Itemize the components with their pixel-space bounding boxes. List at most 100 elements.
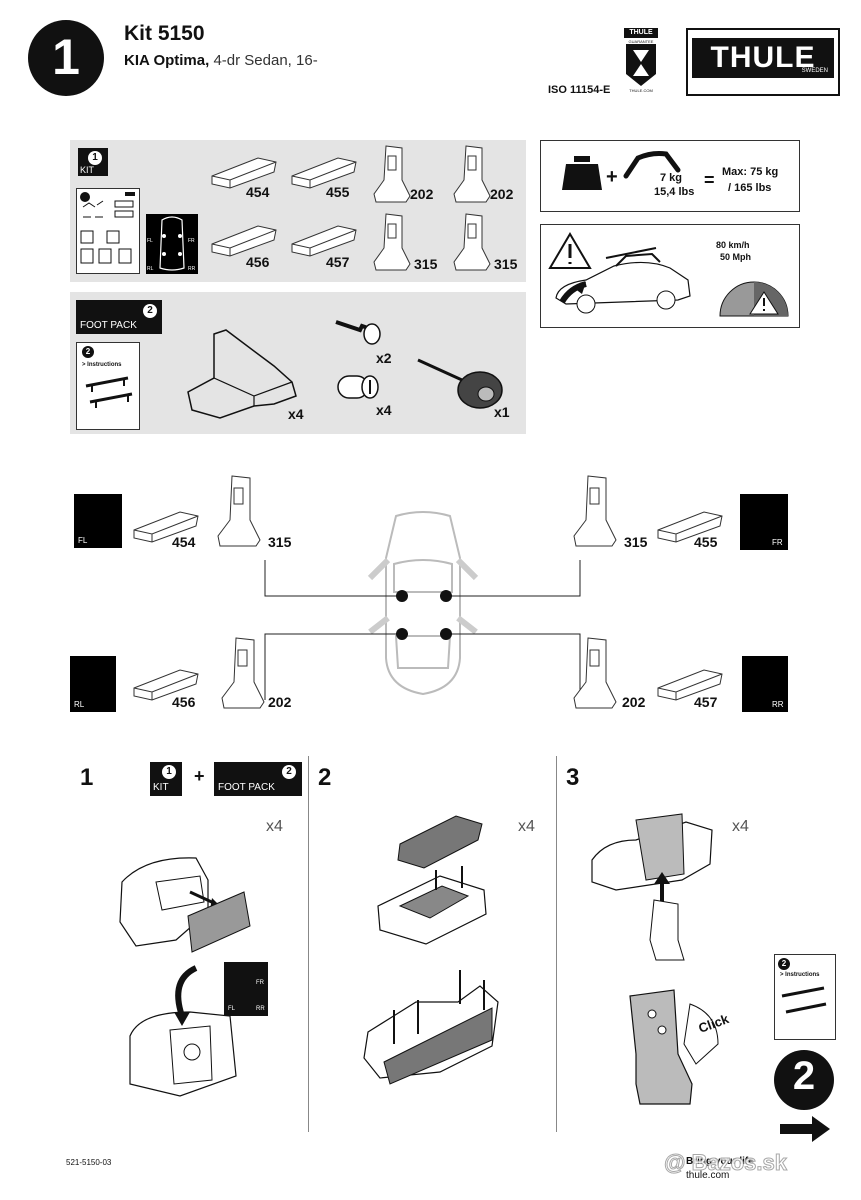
guarantee-mid: GUARANTEE bbox=[628, 39, 654, 44]
car-corners-map bbox=[146, 214, 198, 274]
foot-fr-icon bbox=[573, 475, 617, 547]
foot-202-icon-b bbox=[453, 145, 491, 203]
max-load-kg: Max: 75 kg bbox=[722, 166, 779, 178]
roof-bars-icon bbox=[85, 376, 133, 408]
foot-rl-icon bbox=[221, 637, 265, 709]
pad-fr-label: 455 bbox=[694, 534, 718, 550]
pad-455-icon bbox=[291, 157, 357, 189]
pad-rl-label: 456 bbox=[172, 694, 196, 710]
pad-rr-label: 457 bbox=[694, 694, 718, 710]
corner-rl bbox=[70, 656, 116, 712]
foot-315-label-b: 315 bbox=[494, 256, 518, 272]
step-3-foot-click bbox=[629, 989, 719, 1105]
tool-qty: x1 bbox=[494, 404, 510, 420]
step-divider-1 bbox=[308, 756, 309, 1132]
next-roof-bars-icon bbox=[781, 986, 827, 1014]
corner-rr bbox=[742, 656, 788, 712]
pad-456-icon bbox=[211, 225, 277, 257]
next-step-number: 2 bbox=[792, 1054, 816, 1098]
iso-label: ISO 11154-E bbox=[548, 84, 611, 96]
step-1-kit-label: KIT bbox=[153, 782, 169, 793]
step-number: 1 bbox=[52, 29, 80, 85]
pad-457-icon bbox=[291, 225, 357, 257]
corner-fr-label: FR bbox=[772, 538, 783, 547]
step-3-qty: x4 bbox=[732, 818, 749, 835]
pad-rl-icon bbox=[133, 669, 199, 701]
step-divider-2 bbox=[556, 756, 557, 1132]
kit-corner-rl: RL bbox=[147, 266, 154, 272]
step-1-fl: FL bbox=[228, 1006, 236, 1012]
thule-logo-sub: SWEDEN bbox=[801, 68, 828, 74]
foot-rr-label: 202 bbox=[622, 694, 646, 710]
guarantee-top: THULE bbox=[624, 28, 658, 38]
vehicle-model-rest: 4-dr Sedan, 16- bbox=[209, 52, 318, 69]
step-1-plus: + bbox=[194, 766, 205, 786]
rack-weight-kg: 7 kg bbox=[660, 172, 683, 184]
kit-corner-fr: FR bbox=[188, 238, 195, 244]
lock-cylinder-icon bbox=[337, 375, 379, 399]
step-2-pad-insert bbox=[377, 815, 487, 945]
foot-pack-instr-badge: 2 bbox=[82, 346, 94, 358]
corner-rl-label: RL bbox=[74, 700, 85, 709]
step-1-pack-badge: 2 bbox=[282, 765, 296, 779]
kit-label: KIT bbox=[80, 165, 95, 175]
weight-icon bbox=[562, 156, 602, 190]
next-instr-text: > Instructions bbox=[780, 972, 820, 978]
footer-site: thule.com bbox=[686, 1170, 730, 1181]
speed-mph: 50 Mph bbox=[720, 252, 752, 262]
step-1-kit-badge: 1 bbox=[162, 765, 176, 779]
torque-tool-icon bbox=[417, 358, 503, 409]
step-3-number: 3 bbox=[566, 764, 580, 791]
foot-qty: x4 bbox=[288, 406, 304, 422]
vehicle-model: KIA Optima, 4-dr Sedan, 16- bbox=[124, 52, 318, 69]
step-1-fr: FR bbox=[256, 980, 264, 986]
pad-fl-icon bbox=[133, 511, 199, 543]
foot-pack-label: FOOT PACK bbox=[80, 320, 137, 331]
pad-fr-icon bbox=[657, 511, 723, 543]
step-3-foot-insert bbox=[591, 813, 713, 961]
pad-457-label: 457 bbox=[326, 254, 350, 270]
speed-kmh: 80 km/h bbox=[716, 240, 750, 250]
corner-rr-label: RR bbox=[772, 700, 784, 709]
parts-diagram-icon bbox=[80, 192, 135, 264]
corner-fl bbox=[74, 494, 122, 548]
next-instr-badge: 2 bbox=[778, 958, 790, 970]
corner-fl-label: FL bbox=[78, 536, 88, 545]
plus-sign: + bbox=[606, 166, 618, 188]
vehicle-model-bold: KIA Optima, bbox=[124, 52, 210, 69]
foot-rr-icon bbox=[573, 637, 617, 709]
foot-unit-icon bbox=[187, 329, 297, 419]
thule-logo-text: THULE bbox=[692, 38, 834, 78]
footer-slogan: Bring your life bbox=[686, 1156, 754, 1167]
roof-bar-icon bbox=[623, 151, 681, 179]
step-2-pad-press bbox=[363, 970, 499, 1085]
foot-pack-badge: 2 bbox=[143, 304, 157, 318]
guarantee-seal: THULE GUARANTEE THULE.COM bbox=[624, 28, 658, 94]
kit-title: Kit 5150 bbox=[124, 22, 205, 45]
foot-fr-label: 315 bbox=[624, 534, 648, 550]
foot-315-icon-b bbox=[453, 213, 491, 271]
car-with-load-icon bbox=[555, 247, 691, 314]
key-icon bbox=[335, 320, 381, 345]
watermark: @ Bazos.sk bbox=[664, 1150, 788, 1176]
car-outline-icon bbox=[367, 511, 479, 696]
pad-454-label: 454 bbox=[246, 184, 270, 200]
arrow-right-icon[interactable] bbox=[780, 1114, 832, 1144]
step-1-cover-removal bbox=[119, 857, 251, 953]
pad-fl-label: 454 bbox=[172, 534, 196, 550]
pad-rr-icon bbox=[657, 669, 723, 701]
foot-202-icon bbox=[373, 145, 411, 203]
warning-triangle-icon bbox=[548, 232, 592, 269]
pad-455-label: 455 bbox=[326, 184, 350, 200]
step-2-number: 2 bbox=[318, 764, 332, 791]
next-step-circle[interactable] bbox=[774, 1050, 834, 1110]
foot-rl-label: 202 bbox=[268, 694, 292, 710]
equals-sign: = bbox=[704, 170, 715, 190]
step-1-pack-label: FOOT PACK bbox=[218, 782, 275, 793]
speedometer-icon bbox=[719, 281, 789, 317]
step-badge bbox=[28, 20, 104, 96]
step-1-rr: RR bbox=[256, 1006, 265, 1012]
step-1-number: 1 bbox=[80, 764, 94, 791]
step-2-qty: x4 bbox=[518, 818, 535, 835]
